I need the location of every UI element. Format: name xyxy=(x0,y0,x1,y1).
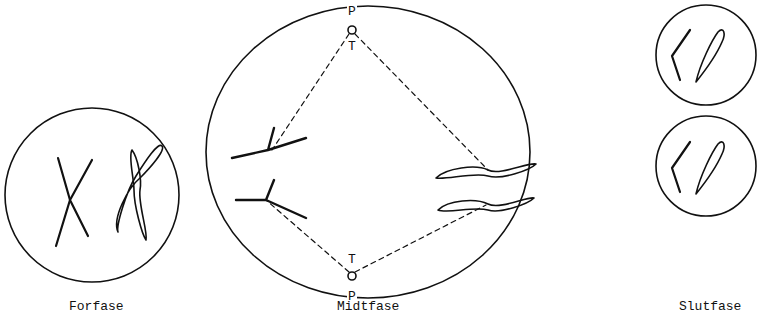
chromosome xyxy=(672,30,690,80)
phase-label: Midtfase xyxy=(336,300,400,313)
chromosome xyxy=(232,128,306,158)
chromosome xyxy=(70,160,92,236)
chromosome xyxy=(696,30,724,82)
chromosome xyxy=(672,142,690,192)
phase-label: Forfase xyxy=(68,300,125,313)
chromosome xyxy=(436,164,536,179)
chromosome xyxy=(236,180,306,218)
chromosome xyxy=(56,158,70,246)
phase-label: Slutfase xyxy=(678,300,742,313)
chromosome xyxy=(696,142,724,194)
cell-outline xyxy=(5,108,179,282)
spindle-fibres xyxy=(266,34,488,272)
fibre-label: T xyxy=(347,40,357,53)
fibre-label: T xyxy=(347,253,357,266)
pole xyxy=(348,272,356,280)
pole-label: P xyxy=(347,5,357,18)
cell-outline xyxy=(656,5,756,105)
cell-outline xyxy=(206,6,530,298)
cell-outline xyxy=(656,116,756,216)
pole xyxy=(348,26,356,34)
chromosome xyxy=(438,198,534,211)
chromosome xyxy=(131,150,147,240)
